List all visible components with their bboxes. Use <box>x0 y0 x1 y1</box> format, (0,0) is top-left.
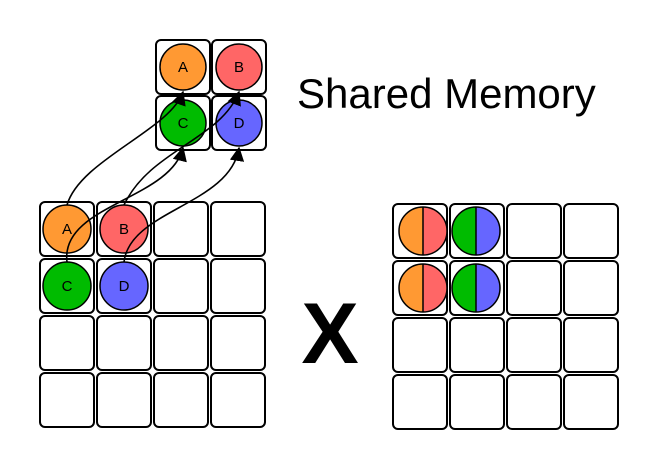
shared-ball-b: B <box>215 43 263 91</box>
matrix-cell <box>96 372 152 428</box>
left-ball-c: C <box>42 261 92 311</box>
matrix-cell <box>153 201 209 257</box>
shared-ball-a: A <box>159 43 207 91</box>
load-arrows <box>66 90 245 263</box>
matrix-cell <box>563 317 619 373</box>
matrix-cell <box>449 317 505 373</box>
shared-memory-grid: A B C D <box>155 39 267 151</box>
matrix-cell <box>210 201 266 257</box>
matrix-cell <box>39 315 95 371</box>
matrix-cell <box>39 372 95 428</box>
arrow-c-to-shared <box>66 146 187 263</box>
arrow-d-to-shared <box>123 146 245 263</box>
multiply-sign: X <box>301 286 358 382</box>
matrix-cell <box>563 374 619 430</box>
shared-ball-c: C <box>159 99 207 147</box>
ball-d-label: D <box>234 115 245 132</box>
ball-a <box>159 43 207 91</box>
split-ball <box>452 264 500 312</box>
ball-a-label: A <box>62 221 72 238</box>
ball-c-label: C <box>62 278 73 295</box>
arrow-b-to-shared <box>123 90 241 206</box>
left-ball-b: B <box>99 204 149 254</box>
matrix-cell <box>153 258 209 314</box>
matrix-cell <box>210 258 266 314</box>
matrix-cell <box>392 317 448 373</box>
shared-ball-d: D <box>215 99 263 147</box>
arrow-a-to-shared <box>66 90 186 206</box>
matrix-cell <box>506 260 562 316</box>
left-ball-a: A <box>42 204 92 254</box>
ball-b-label: B <box>119 221 129 238</box>
shared-memory-title: Shared Memory <box>297 70 596 117</box>
matrix-cell <box>210 372 266 428</box>
ball-d-label: D <box>119 278 130 295</box>
matrix-cell <box>506 317 562 373</box>
ball-b <box>215 43 263 91</box>
matrix-cell <box>210 315 266 371</box>
left-ball-d: D <box>99 261 149 311</box>
matrix-cell <box>153 315 209 371</box>
left-matrix-balls: A B C D <box>42 204 149 311</box>
matrix-cell <box>449 374 505 430</box>
matrix-cell <box>506 374 562 430</box>
matrix-cell <box>392 374 448 430</box>
matrix-cell <box>563 260 619 316</box>
ball-c-label: C <box>178 115 189 132</box>
ball-a-label: A <box>178 59 188 76</box>
matrix-cell <box>153 372 209 428</box>
right-matrix-balls <box>398 206 501 313</box>
ball-b-label: B <box>234 59 244 76</box>
matrix-cell <box>563 203 619 259</box>
matrix-cell <box>96 315 152 371</box>
matrix-cell <box>506 203 562 259</box>
